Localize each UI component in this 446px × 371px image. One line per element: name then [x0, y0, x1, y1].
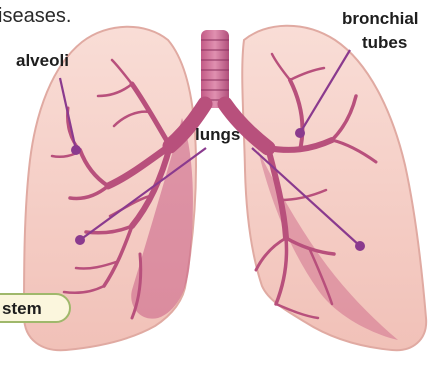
label-alveoli: alveoli: [16, 51, 69, 70]
pointer-dot-bronchial: [295, 128, 305, 138]
pointer-dot-lungs-right: [355, 241, 365, 251]
label-bronchial: bronchial: [342, 9, 419, 28]
label-lungs: lungs: [195, 125, 240, 144]
trachea: [201, 30, 229, 108]
pointer-dot-alveoli: [71, 145, 81, 155]
label-tubes: tubes: [362, 33, 407, 52]
pointer-dot-lungs-left: [75, 235, 85, 245]
system-chip-label: stem: [2, 299, 42, 318]
page-text-fragment: iseases.: [0, 5, 71, 27]
